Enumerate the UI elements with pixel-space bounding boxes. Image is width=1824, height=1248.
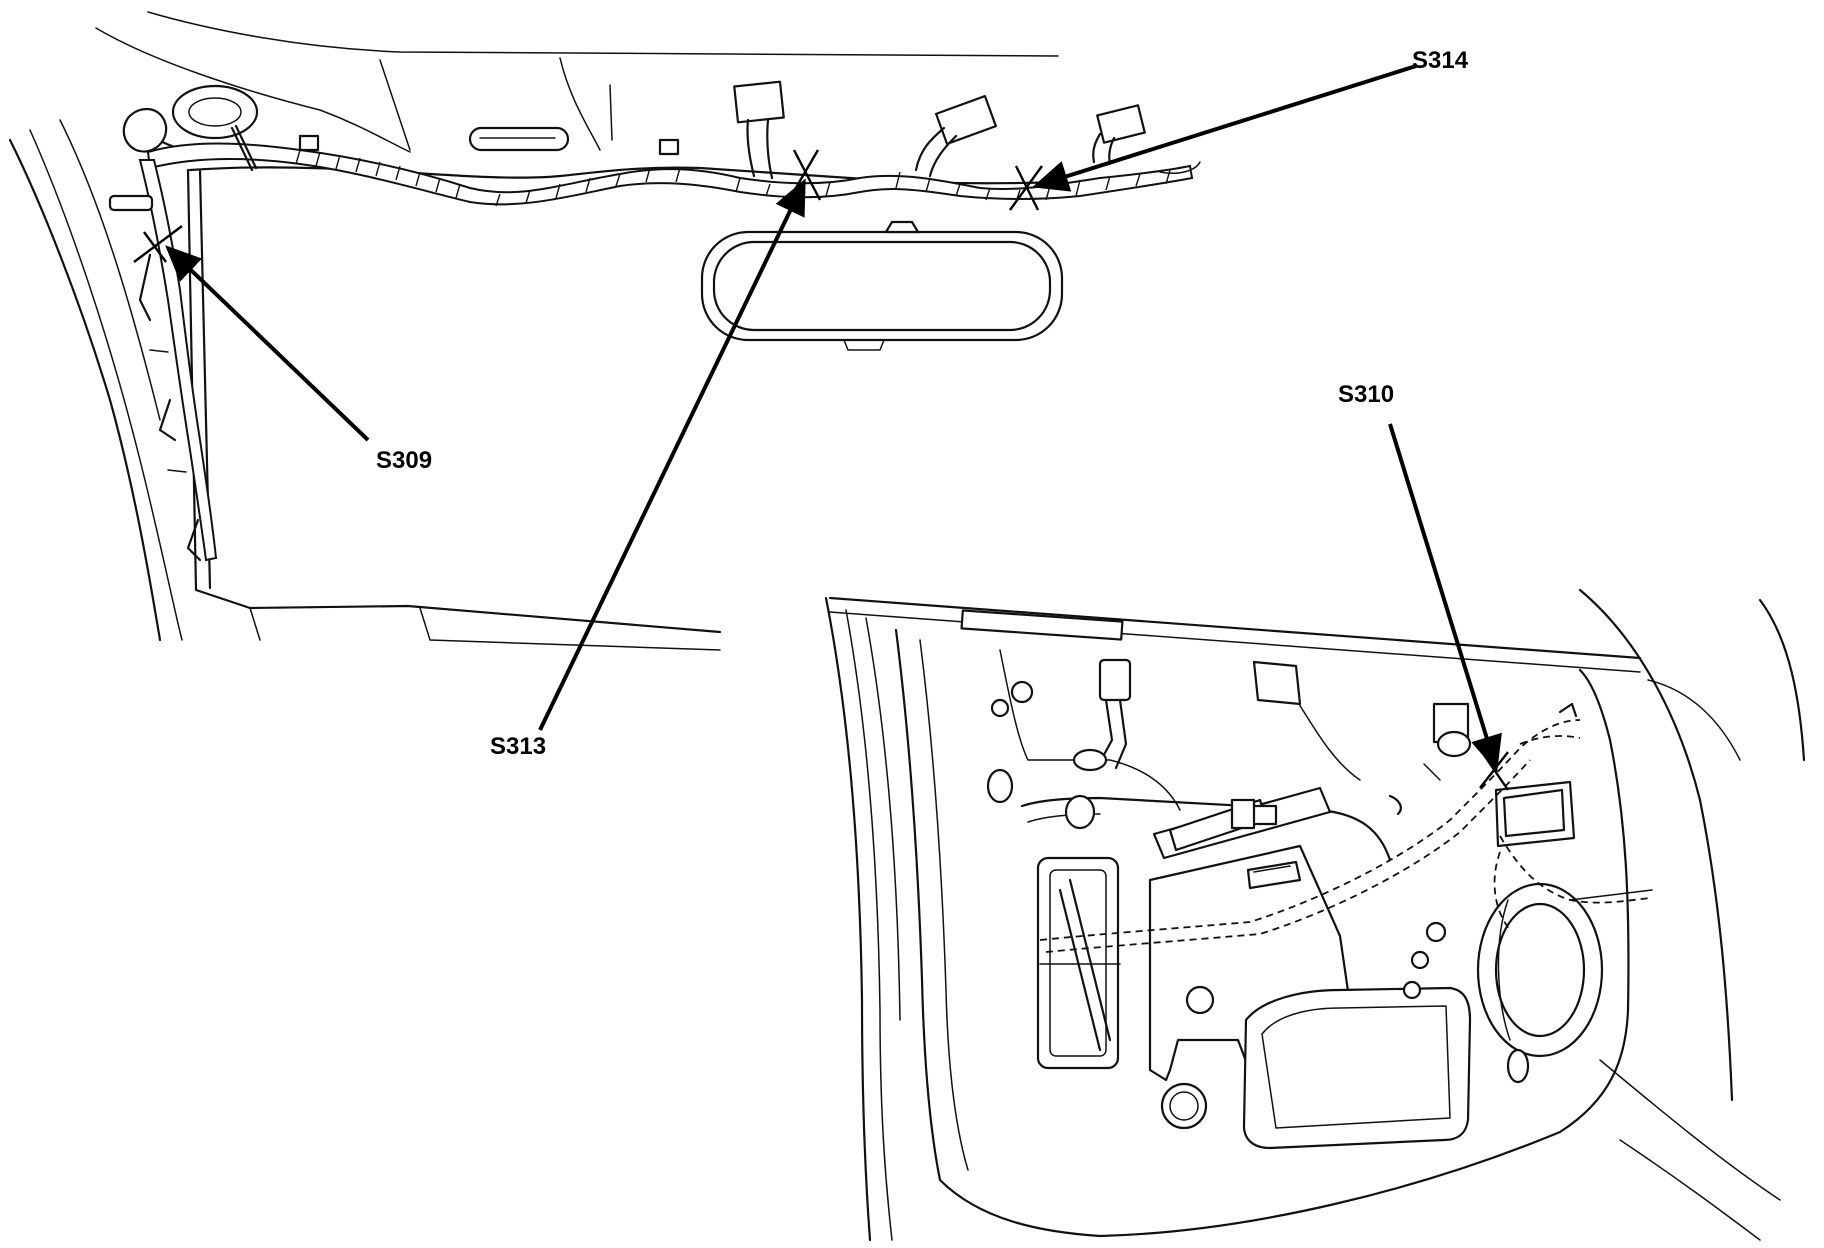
leader-s309 — [165, 245, 370, 442]
leader-s310 — [1388, 423, 1502, 772]
callout-label-s314: S314 — [1412, 47, 1469, 74]
callout-label-s313: S313 — [490, 733, 546, 760]
leader-s313 — [538, 178, 806, 731]
splice-marker-s309 — [133, 225, 183, 263]
front-door-view — [824, 588, 1806, 1242]
callout-label-s310: S310 — [1338, 381, 1394, 408]
leader-s314 — [1032, 64, 1417, 192]
windshield-header-view — [8, 11, 1201, 651]
callout-label-s309: S309 — [376, 447, 432, 474]
